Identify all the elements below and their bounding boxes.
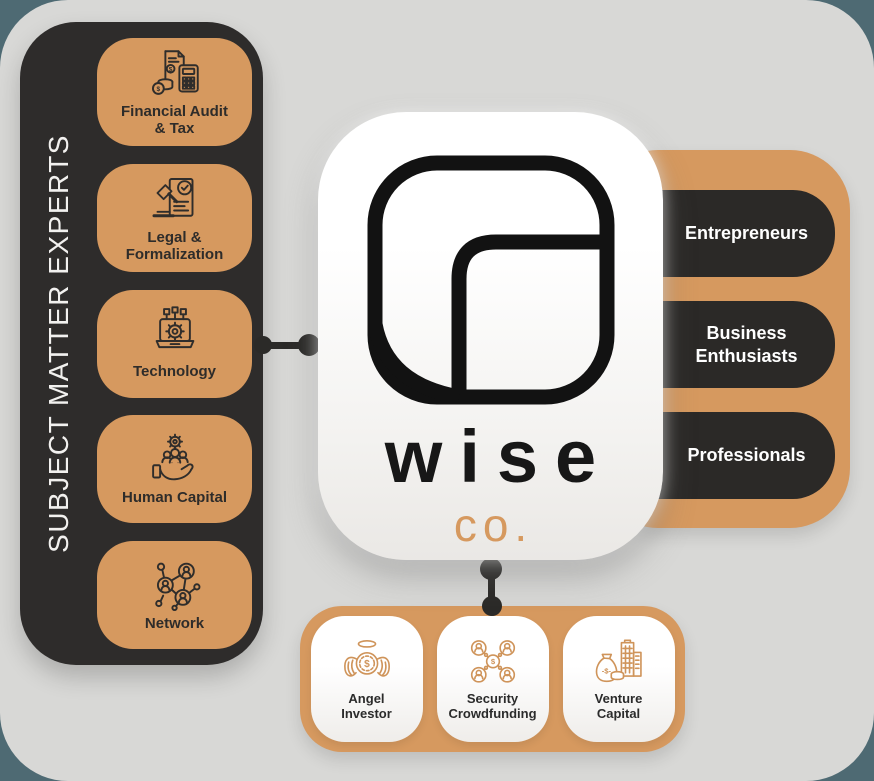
svg-text:$: $ [490,657,495,666]
expert-card-label: Legal & Formalization [125,228,224,263]
svg-text:-$-: -$- [601,666,611,675]
svg-text:$: $ [364,659,370,670]
funding-card-label: Venture Capital [594,690,643,721]
left-panel-title: SUBJECT MATTER EXPERTS [43,134,74,553]
left-panel-title-wrap: SUBJECT MATTER EXPERTS [28,22,90,665]
financial-audit-tax-icon: $ $ [151,50,199,96]
network-icon [154,562,200,611]
svg-text:$: $ [156,86,160,93]
funding-card-angel-investor: $ Angel Investor [310,616,423,742]
wise-folded-page-logo-icon [367,155,614,405]
brand-wordmark: wise [384,415,614,498]
expert-card-label: Human Capital [121,488,227,506]
expert-card-financial-audit-tax: $ $ Financial Audit & Tax [97,38,252,146]
connector-left-line [262,342,310,349]
wise-brand-card: wise co. [318,112,663,560]
security-crowdfunding-icon: $ [470,639,515,683]
connector-left-card-dot [298,334,320,356]
funding-card-venture-capital: -$- Venture Capital [562,616,675,742]
expert-card-human-capital: Human Capital [97,415,252,524]
expert-card-legal-formalization: Legal & Formalization [97,163,252,272]
technology-icon [155,306,194,349]
connector-bottom-top-dot [480,558,502,580]
expert-card-technology: Technology [97,289,252,398]
funding-card-label: Angel Investor [341,690,392,721]
connector-bottom-panel-dot [482,596,502,616]
svg-text:$: $ [168,67,172,74]
expert-card-label: Technology [132,363,217,381]
venture-capital-icon: -$- [595,639,642,682]
expert-card-label: Network [144,614,205,632]
legal-formalization-icon [152,177,193,218]
expert-card-label: Financial Audit & Tax [121,103,228,137]
expert-card-list: $ $ Financial Audit & Tax [97,38,252,649]
connector-bottom-line [488,570,495,607]
angel-investor-icon: $ [343,639,390,677]
subject-matter-experts-panel: SUBJECT MATTER EXPERTS [20,22,263,665]
connector-left-panel-dot [254,336,272,354]
expert-card-network: Network [97,541,252,649]
funding-card-label: Security Crowdfunding [448,690,537,721]
funding-card-security-crowdfunding: $ Security Crowdfunding [436,616,549,742]
brand-suffix: co. [453,499,534,551]
human-capital-icon [151,433,194,481]
funding-panel: $ Angel Investor $ Security Cro [300,606,685,752]
